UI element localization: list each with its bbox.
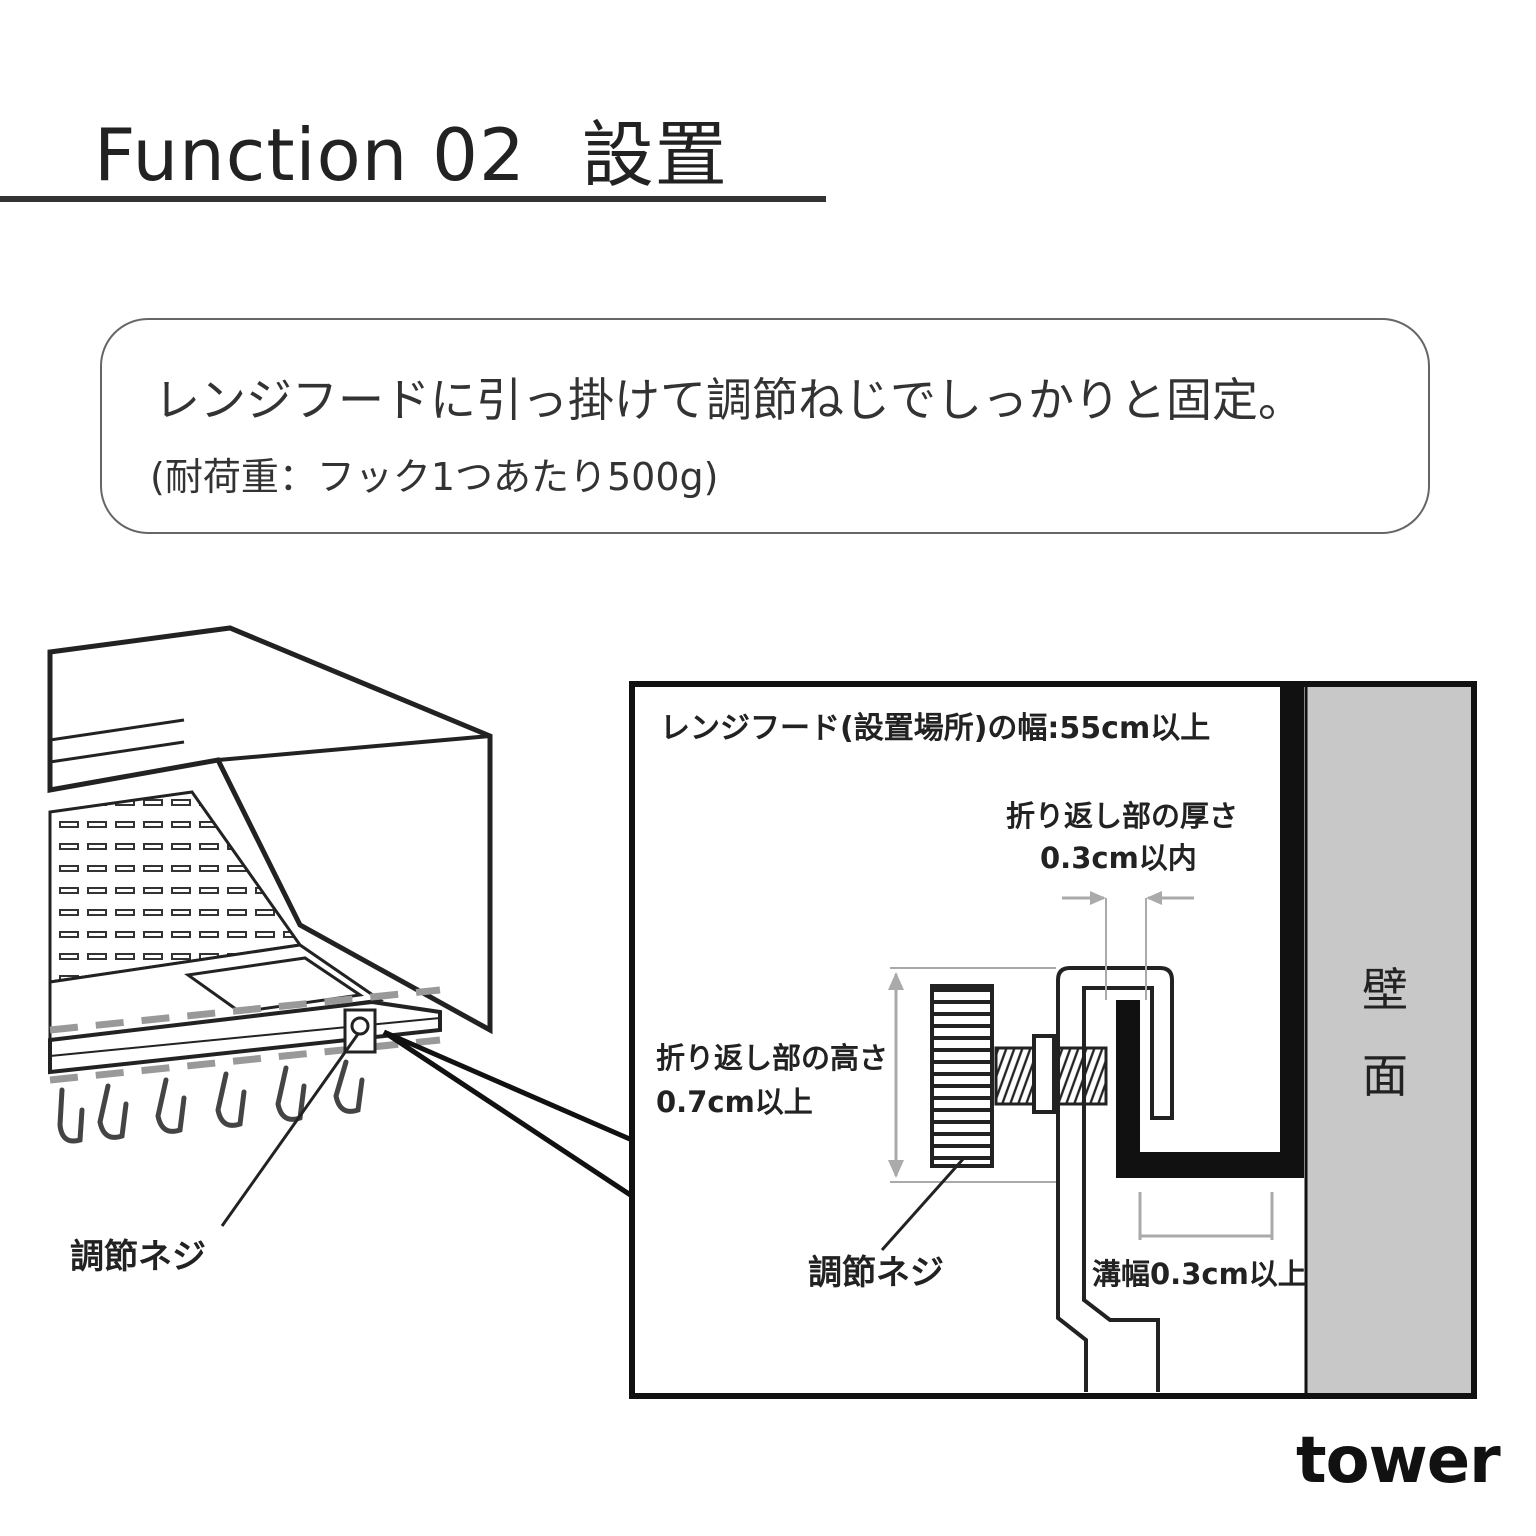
wall-surface [1306,687,1471,1393]
brand-logo: tower [1296,1424,1501,1498]
title-jp: 設置 [581,113,728,197]
wall-label-top: 壁 [1362,963,1408,1017]
adjust-screw-icon [350,1016,370,1036]
fold-height-value: 0.7cm以上 [656,1085,813,1119]
callout-note-text: (耐荷重：フック1つあたり500g) [150,455,719,499]
hook-bracket [1056,966,1174,1392]
hood-body [47,625,493,1035]
screw-knob-icon [930,984,994,1168]
groove-width-label: 溝幅0.3cm以上 [1092,1257,1307,1291]
fold-thickness-value: 0.3cm以内 [1040,841,1197,875]
inset-screw-label: 調節ネジ [808,1253,944,1293]
callout-main-text: レンジフードに引っ掛けて調節ねじでしっかりと固定。 [154,373,1304,427]
hood-edge-fold [1116,687,1304,1178]
detail-inset: レンジフード(設置場所)の幅:55cm以上 折り返し部の厚さ 0.3cm以内 折… [629,681,1477,1399]
screw-leader-line [220,1033,360,1227]
fold-thickness-label: 折り返し部の厚さ [1006,799,1238,833]
hooks [57,1059,365,1144]
hood-light-panel [184,956,365,1014]
screw-nut-icon [1032,1034,1056,1114]
width-requirement-label: レンジフード(設置場所)の幅:55cm以上 [660,711,1210,746]
page-title: Function 02 設置 [94,96,728,201]
zoom-line-top [383,1029,633,1143]
hood-screw-label: 調節ネジ [70,1237,206,1277]
zoom-line-bottom [382,1029,634,1199]
wall-label-bottom: 面 [1362,1049,1408,1103]
inset-screw-leader [880,1157,966,1251]
range-hood-illustration: 調節ネジ [47,625,634,1277]
title-en: Function 02 [94,113,526,197]
fold-height-label: 折り返し部の高さ [656,1041,888,1075]
title-underline [0,196,826,202]
callout-box: レンジフードに引っ掛けて調節ねじでしっかりと固定。 (耐荷重：フック1つあたり5… [100,318,1430,534]
